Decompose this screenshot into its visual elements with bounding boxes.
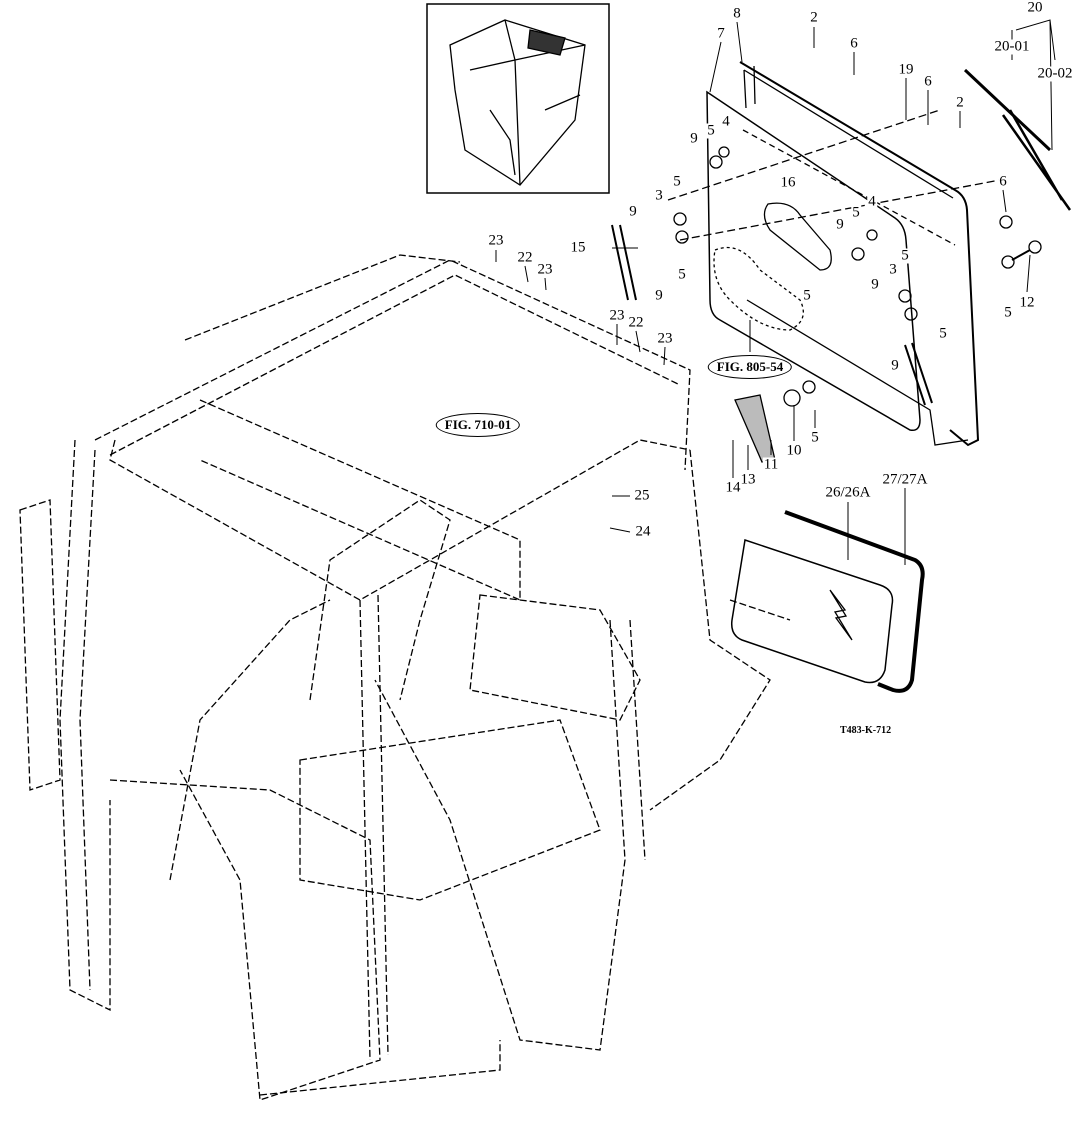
callout-2: 2 xyxy=(955,94,965,111)
callout-12: 12 xyxy=(1018,294,1036,311)
callout-6: 6 xyxy=(849,35,859,52)
callout-5: 5 xyxy=(672,173,682,190)
callout-9: 9 xyxy=(628,203,638,220)
callout-20-01: 20-01 xyxy=(993,38,1031,55)
figure-reference-710-01[interactable]: FIG. 710-01 xyxy=(435,413,521,437)
callout-9: 9 xyxy=(835,216,845,233)
callout-15: 15 xyxy=(569,239,587,256)
callout-23: 23 xyxy=(608,307,626,324)
callout-24: 24 xyxy=(634,523,652,540)
callout-9: 9 xyxy=(689,130,699,147)
callout-16: 16 xyxy=(779,174,797,191)
callout-13: 13 xyxy=(739,471,757,488)
callout-4: 4 xyxy=(721,113,731,130)
inset-cab-overview xyxy=(426,3,610,194)
callout-23: 23 xyxy=(487,232,505,249)
callout-20-02: 20-02 xyxy=(1036,65,1074,82)
callout-23: 23 xyxy=(656,330,674,347)
callout-5: 5 xyxy=(851,204,861,221)
callout-2: 2 xyxy=(809,9,819,26)
diagram-reference-code: T483-K-712 xyxy=(840,725,892,736)
rear-window xyxy=(611,61,1072,463)
callout-6: 6 xyxy=(998,173,1008,190)
callout-26-26a: 26/26A xyxy=(824,484,872,501)
callout-9: 9 xyxy=(890,357,900,374)
side-window xyxy=(730,510,925,693)
callout-5: 5 xyxy=(677,266,687,283)
callout-19: 19 xyxy=(897,61,915,78)
callout-25: 25 xyxy=(633,487,651,504)
callout-22: 22 xyxy=(627,314,645,331)
figure-reference-805-54[interactable]: FIG. 805-54 xyxy=(707,355,793,379)
callout-27-27a: 27/27A xyxy=(881,471,929,488)
callout-22: 22 xyxy=(516,249,534,266)
callout-5: 5 xyxy=(1003,304,1013,321)
callout-23: 23 xyxy=(536,261,554,278)
callout-8: 8 xyxy=(732,5,742,22)
callout-4: 4 xyxy=(867,193,877,210)
callout-3: 3 xyxy=(888,261,898,278)
callout-11: 11 xyxy=(762,456,780,473)
cab-frame xyxy=(19,254,791,1101)
callout-3: 3 xyxy=(654,187,664,204)
callout-20: 20 xyxy=(1026,0,1044,16)
callout-14: 14 xyxy=(724,479,742,496)
callout-5: 5 xyxy=(900,247,910,264)
callout-5: 5 xyxy=(938,325,948,342)
callout-7: 7 xyxy=(716,25,726,42)
callout-5: 5 xyxy=(706,122,716,139)
callout-5: 5 xyxy=(810,429,820,446)
callout-5: 5 xyxy=(802,287,812,304)
callout-9: 9 xyxy=(870,276,880,293)
callout-6: 6 xyxy=(923,73,933,90)
callout-10: 10 xyxy=(785,442,803,459)
callout-9: 9 xyxy=(654,287,664,304)
